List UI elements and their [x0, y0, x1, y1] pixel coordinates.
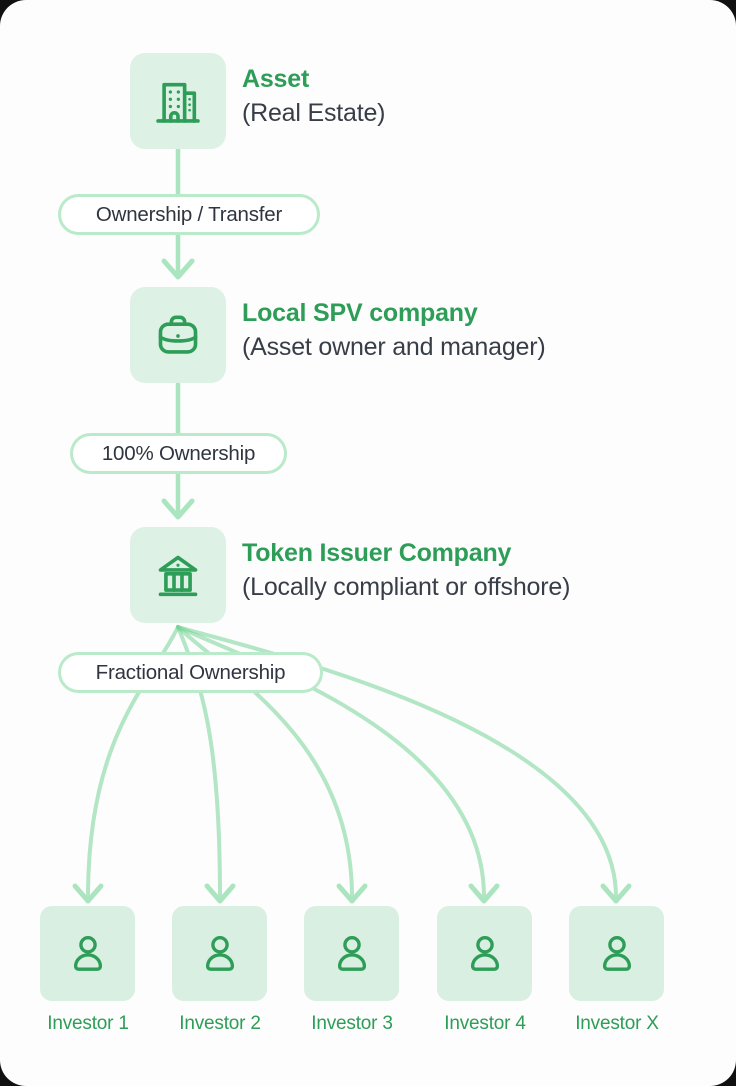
edge-label-ownership-transfer: Ownership / Transfer [58, 194, 320, 235]
person-icon [337, 935, 366, 971]
asset-node-text: Asset (Real Estate) [242, 62, 385, 130]
arrowhead-icon [468, 883, 500, 904]
investor-label: Investor 4 [444, 1013, 526, 1034]
person-icon [73, 935, 102, 971]
investor-label: Investor 3 [311, 1013, 393, 1034]
investor-label: Investor 1 [47, 1013, 129, 1034]
issuer-node [130, 527, 226, 623]
edge-label-fractional-ownership: Fractional Ownership [58, 652, 323, 693]
investor-x-node [569, 906, 664, 1001]
node-title: Local SPV company [242, 299, 478, 327]
issuer-node-text: Token Issuer Company (Locally compliant … [242, 536, 570, 604]
node-title: Token Issuer Company [242, 539, 512, 567]
fan-curve-investor-x [176, 625, 618, 899]
bank-icon [158, 555, 198, 597]
node-subtitle: (Real Estate) [242, 99, 386, 127]
investor-4-node [437, 906, 532, 1001]
node-subtitle: (Locally compliant or offshore) [242, 573, 571, 601]
arrowhead-icon [204, 883, 236, 904]
arrowhead-icon [600, 883, 632, 904]
asset-node [130, 53, 226, 149]
node-subtitle: (Asset owner and manager) [242, 333, 546, 361]
pill-text: Fractional Ownership [95, 660, 286, 684]
building-icon [156, 82, 200, 123]
pill-text: 100% Ownership [101, 441, 256, 465]
person-icon [205, 935, 234, 971]
fan-curve-investor-1 [86, 625, 180, 899]
spv-node [130, 287, 226, 383]
pill-text: Ownership / Transfer [95, 202, 283, 226]
spv-node-text: Local SPV company (Asset owner and manag… [242, 296, 546, 364]
person-icon [470, 935, 499, 971]
fan-curve-investor-2 [176, 625, 222, 899]
investor-1-node [40, 906, 135, 1001]
arrowhead-icon [336, 883, 368, 904]
investor-3-node [304, 906, 399, 1001]
investor-2-node [172, 906, 267, 1001]
arrowhead-icon [161, 498, 195, 520]
fan-curve-investor-3 [176, 625, 354, 899]
fan-curve-investor-4 [176, 625, 486, 899]
node-title: Asset [242, 65, 310, 93]
arrowhead-icon [161, 258, 195, 280]
investor-label: Investor 2 [179, 1013, 261, 1034]
arrowhead-icon [72, 883, 104, 904]
briefcase-icon [158, 315, 198, 354]
investor-label: Investor X [575, 1013, 659, 1034]
person-icon [602, 935, 631, 971]
edge-label-100-ownership: 100% Ownership [70, 433, 287, 474]
